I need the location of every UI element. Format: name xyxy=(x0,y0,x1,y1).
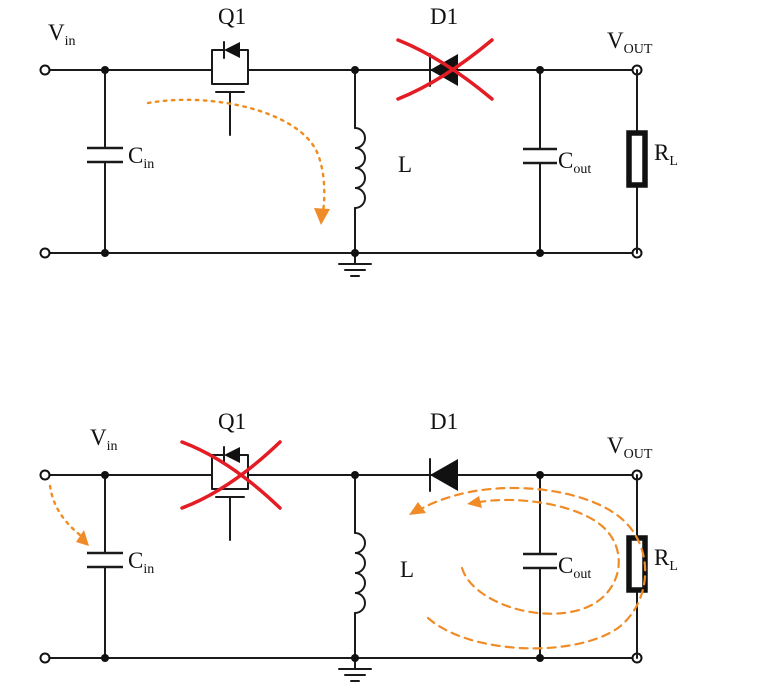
input-terminal-minus xyxy=(39,247,51,259)
vout-label: VOUT xyxy=(607,28,653,57)
q1-label: Q1 xyxy=(218,409,246,434)
cout-label: Cout xyxy=(558,553,591,582)
q1-label: Q1 xyxy=(218,4,246,29)
cout-label: Cout xyxy=(558,148,591,177)
input-terminal-plus xyxy=(39,469,51,481)
input-terminal-plus xyxy=(39,64,51,76)
circuit-top: Vin Q1 D1 VOUT Cin L Cout RL xyxy=(39,4,678,277)
ground-symbol xyxy=(338,252,372,277)
on-phase-current-arrow xyxy=(146,98,330,225)
q1-mosfet-symbol xyxy=(211,41,249,136)
freewheel-loop-arrows xyxy=(409,486,647,650)
cout-capacitor xyxy=(523,474,557,659)
d1-label: D1 xyxy=(430,409,458,434)
rl-load-resistor xyxy=(626,69,648,254)
vout-label: VOUT xyxy=(607,433,653,462)
input-current-arrow xyxy=(48,484,89,546)
inductor-label: L xyxy=(400,557,414,582)
ground-symbol xyxy=(338,657,372,682)
q1-crossed-out-mark xyxy=(180,440,282,510)
d1-diode-symbol xyxy=(429,458,458,492)
junction-dots xyxy=(101,471,544,662)
junction-dots xyxy=(101,66,544,257)
vin-label: Vin xyxy=(90,425,118,454)
cin-capacitor xyxy=(87,474,123,659)
d1-label: D1 xyxy=(430,4,458,29)
cin-capacitor xyxy=(87,69,123,254)
cin-label: Cin xyxy=(128,548,154,577)
d1-crossed-out-mark xyxy=(396,38,494,101)
vin-label: Vin xyxy=(48,20,76,49)
rl-load-resistor xyxy=(626,474,648,659)
rl-label: RL xyxy=(654,140,678,169)
inductor-label: L xyxy=(398,152,412,177)
inductor-l xyxy=(354,474,366,659)
circuit-bottom: Vin Q1 D1 VOUT Cin L Cout RL xyxy=(39,409,678,682)
d1-diode-symbol xyxy=(429,53,458,87)
cout-capacitor xyxy=(523,69,557,254)
inductor-l xyxy=(354,69,366,254)
input-terminal-minus xyxy=(39,652,51,664)
cin-label: Cin xyxy=(128,143,154,172)
rl-label: RL xyxy=(654,545,678,574)
